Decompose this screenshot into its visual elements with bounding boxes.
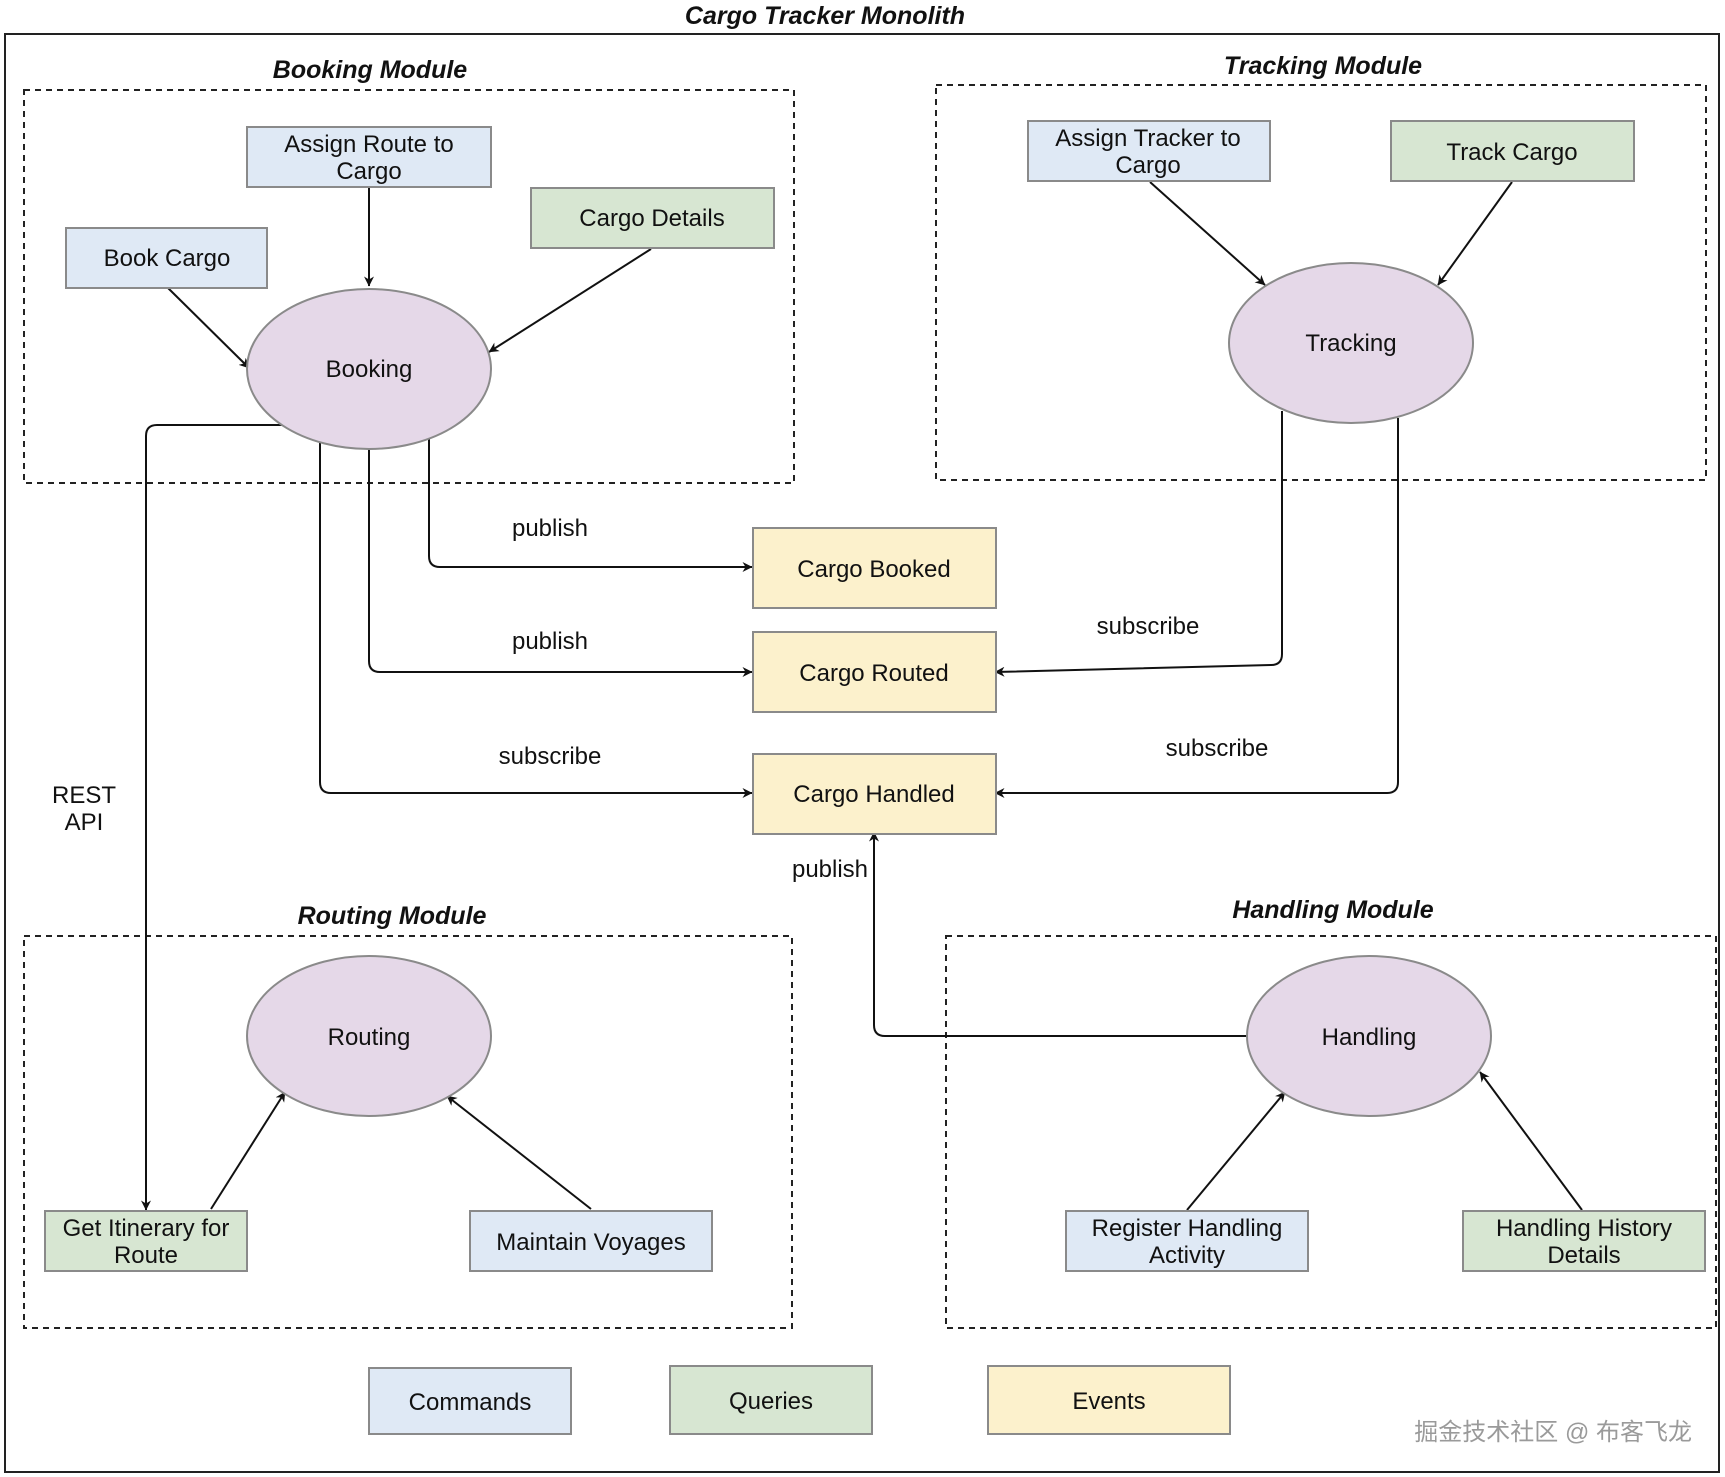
track-cargo-to-tracking-arrow [1437, 181, 1513, 286]
cargo-booked-event[interactable]: Cargo Booked [752, 527, 997, 609]
routing-module-title: Routing Module [298, 902, 487, 930]
rest-api-label-line2: API [65, 809, 104, 836]
handling-label: Handling [1322, 1024, 1417, 1051]
booking-publish-routed-arrow [368, 448, 753, 677]
booking-label: Booking [326, 356, 413, 383]
publish-booked-label: publish [512, 515, 588, 542]
publish-handling-label: publish [792, 856, 868, 883]
handling-publish-arrow [869, 831, 1247, 1037]
publish-routed-label: publish [512, 628, 588, 655]
maintain-voyages-command[interactable]: Maintain Voyages [469, 1210, 713, 1272]
booking-publish-booked-arrow [428, 436, 753, 572]
cargo-details-to-booking-arrow [488, 248, 652, 353]
assign-route-label-line1: Assign Route to [284, 131, 453, 158]
booking-module-title: Booking Module [273, 56, 468, 84]
booking-subscribe-handled-arrow [319, 443, 753, 798]
book-cargo-label: Book Cargo [104, 245, 231, 272]
assign-tracker-label-line1: Assign Tracker to [1055, 125, 1240, 152]
watermark-text: 掘金技术社区 @ 布客飞龙 [1414, 1419, 1692, 1446]
tracking-process[interactable]: Tracking [1228, 262, 1474, 424]
handling-history-query[interactable]: Handling History Details [1462, 1210, 1706, 1272]
get-itinerary-label-line2: Route [114, 1242, 178, 1269]
legend-events-label: Events [1072, 1388, 1145, 1415]
cargo-booked-label: Cargo Booked [797, 556, 950, 583]
rest-api-label-line1: REST [52, 782, 116, 809]
subscribe-tracking-handled-label: subscribe [1166, 735, 1269, 762]
assign-route-label-line2: Cargo [336, 158, 401, 185]
assign-tracker-label-line2: Cargo [1115, 152, 1180, 179]
monolith-frame [4, 33, 1720, 1473]
cargo-handled-event[interactable]: Cargo Handled [752, 753, 997, 835]
tracking-module-title: Tracking Module [1224, 52, 1422, 80]
legend-events: Events [987, 1365, 1231, 1435]
tracking-subscribe-handled-arrow [994, 418, 1399, 798]
assign-route-command[interactable]: Assign Route to Cargo [246, 126, 492, 188]
register-handling-command[interactable]: Register Handling Activity [1065, 1210, 1309, 1272]
maintain-voyages-label: Maintain Voyages [496, 1229, 685, 1256]
track-cargo-query[interactable]: Track Cargo [1390, 120, 1635, 182]
get-itinerary-to-routing-arrow [210, 1091, 286, 1210]
cargo-details-query[interactable]: Cargo Details [530, 187, 775, 249]
handling-history-label-line1: Handling History [1496, 1215, 1672, 1242]
cargo-routed-label: Cargo Routed [799, 660, 948, 687]
cargo-details-label: Cargo Details [579, 205, 724, 232]
diagram-title: Cargo Tracker Monolith [685, 2, 965, 30]
booking-process[interactable]: Booking [246, 288, 492, 450]
maintain-voyages-to-routing-arrow [446, 1095, 592, 1210]
cargo-handled-label: Cargo Handled [793, 781, 954, 808]
tracking-subscribe-routed-arrow [994, 411, 1283, 677]
legend-commands: Commands [368, 1367, 572, 1435]
handling-module-title: Handling Module [1232, 896, 1433, 924]
register-handling-label-line2: Activity [1149, 1242, 1225, 1269]
register-handling-label-line1: Register Handling [1092, 1215, 1283, 1242]
cargo-routed-event[interactable]: Cargo Routed [752, 631, 997, 713]
routing-process[interactable]: Routing [246, 955, 492, 1117]
get-itinerary-query[interactable]: Get Itinerary for Route [44, 1210, 248, 1272]
booking-module-frame [23, 89, 795, 484]
tracking-label: Tracking [1305, 330, 1396, 357]
get-itinerary-label-line1: Get Itinerary for [63, 1215, 230, 1242]
register-handling-to-handling-arrow [1186, 1091, 1286, 1211]
handling-history-to-handling-arrow [1479, 1071, 1583, 1211]
legend-queries-label: Queries [729, 1388, 813, 1415]
legend-queries: Queries [669, 1365, 873, 1435]
subscribe-booking-handled-label: subscribe [499, 743, 602, 770]
track-cargo-label: Track Cargo [1446, 139, 1577, 166]
tracking-module-frame [935, 84, 1707, 481]
handling-module-frame [945, 935, 1717, 1329]
booking-rest-api-arrow [141, 424, 283, 1211]
book-cargo-command[interactable]: Book Cargo [65, 227, 268, 289]
routing-module-frame [23, 935, 793, 1329]
handling-history-label-line2: Details [1547, 1242, 1620, 1269]
book-cargo-to-booking-arrow [167, 287, 250, 369]
handling-process[interactable]: Handling [1246, 955, 1492, 1117]
assign-tracker-to-tracking-arrow [1149, 181, 1266, 286]
assign-tracker-command[interactable]: Assign Tracker to Cargo [1027, 120, 1271, 182]
routing-label: Routing [328, 1024, 411, 1051]
legend-commands-label: Commands [409, 1389, 532, 1416]
subscribe-tracking-routed-label: subscribe [1097, 613, 1200, 640]
